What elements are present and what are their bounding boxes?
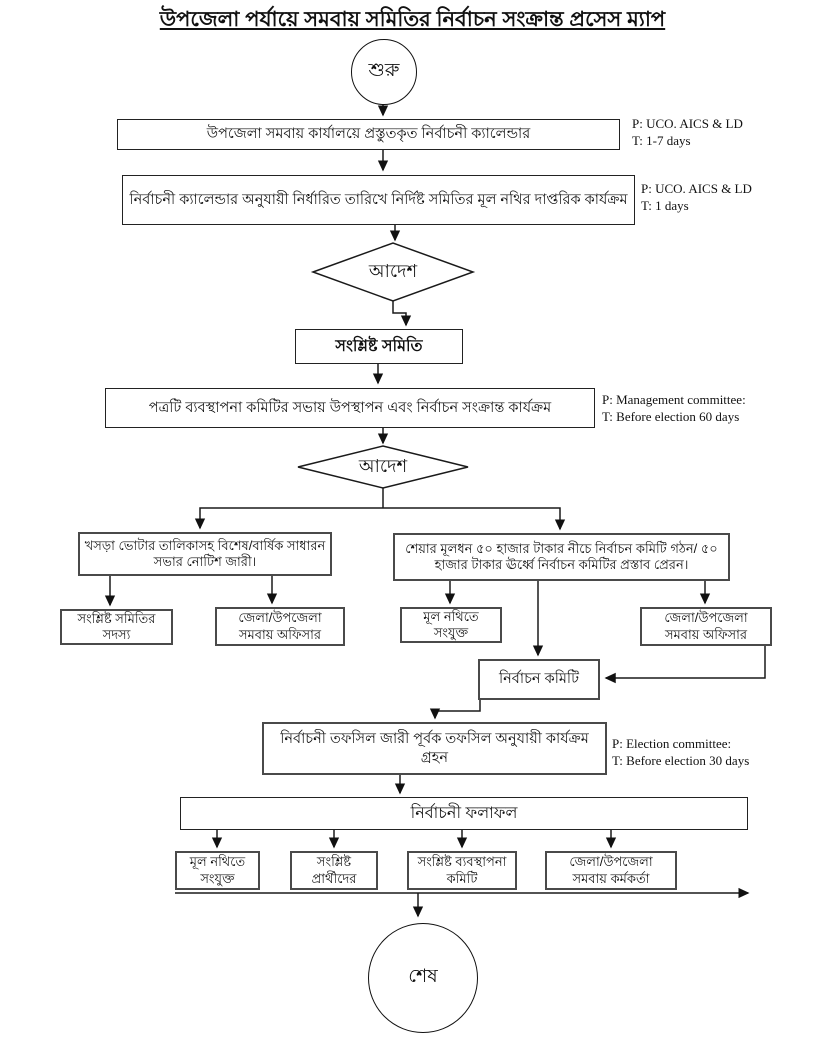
result-main-file: মূল নথিতে সংযুক্ত xyxy=(175,851,260,890)
end-terminator: শেষ xyxy=(368,923,478,1033)
decision-order-2-shape xyxy=(297,445,469,489)
output-main-file-attached: মূল নথিতে সংযুক্ত xyxy=(400,607,502,643)
decision-order-1: আদেশ xyxy=(368,260,418,281)
start-terminator: শুরু xyxy=(351,39,417,105)
step-notice-issue: খসড়া ভোটার তালিকাসহ বিশেষ/বার্ষিক সাধার… xyxy=(78,532,332,576)
result-candidates: সংশ্লিষ্ট প্রার্থীদের xyxy=(290,851,378,890)
output-district-officer-left: জেলা/উপজেলা সমবায় অফিসার xyxy=(215,607,345,646)
output-district-officer-right: জেলা/উপজেলা সমবায় অফিসার xyxy=(640,607,772,646)
step-presentation-meeting: পত্রটি ব্যবস্থাপনা কমিটির সভায় উপস্থাপন… xyxy=(105,388,595,428)
step-official-work: নির্বাচনী ক্যালেন্ডার অনুযায়ী নির্ধারিত… xyxy=(122,175,635,225)
page-title: উপজেলা পর্যায়ে সমবায় সমিতির নির্বাচন স… xyxy=(159,8,666,31)
decision-order-1-shape xyxy=(310,242,476,302)
result-district-officer: জেলা/উপজেলা সমবায় কর্মকর্তা xyxy=(545,851,677,890)
note-election-committee-pt: P: Election committee: T: Before electio… xyxy=(612,736,750,768)
step-election-results: নির্বাচনী ফলাফল xyxy=(180,797,748,830)
note-official-work-pt: P: UCO. AICS & LD T: 1 days xyxy=(641,181,752,213)
step-schedule-action: নির্বাচনী তফসিল জারী পূর্বক তফসিল অনুযায… xyxy=(262,722,607,775)
result-management-committee: সংশ্লিষ্ট ব্যবস্থাপনা কমিটি xyxy=(407,851,517,890)
note-management-committee-pt: P: Management committee: T: Before elect… xyxy=(602,392,746,424)
step-related-society: সংশ্লিষ্ট সমিতি xyxy=(295,329,463,364)
step-share-capital-committee: শেয়ার মূলধন ৫০ হাজার টাকার নীচে নির্বাচ… xyxy=(393,533,730,581)
step-election-committee: নির্বাচন কমিটি xyxy=(478,659,600,700)
output-society-members: সংশ্লিষ্ট সমিতির সদস্য xyxy=(60,609,173,645)
step-election-calendar: উপজেলা সমবায় কার্যালয়ে প্রস্তুতকৃত নির… xyxy=(117,119,620,150)
decision-order-2: আদেশ xyxy=(358,455,408,476)
note-calendar-pt: P: UCO. AICS & LD T: 1-7 days xyxy=(632,116,743,148)
